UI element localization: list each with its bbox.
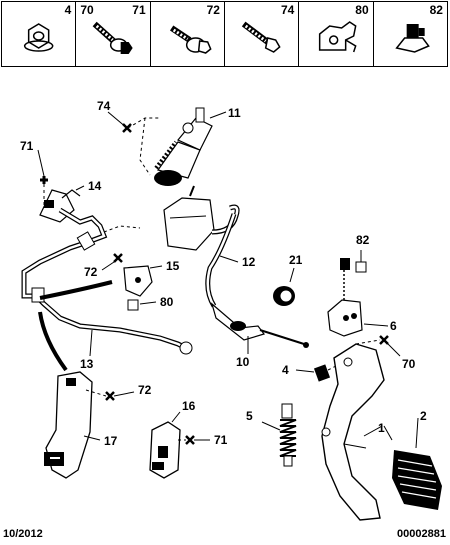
pedal-pad-2-part [392, 450, 442, 510]
callout-11: 11 [228, 106, 241, 120]
callout-2: 2 [420, 409, 427, 423]
callout-71-marker-upper [37, 149, 48, 205]
hardware-ref-bolt: 74 [280, 3, 295, 17]
callout-80-box [127, 299, 139, 311]
return-spring-5-part [279, 403, 297, 467]
hardware-cell-screw: 70 71 [76, 2, 151, 66]
callout-71-marker-lower [178, 435, 210, 445]
hardware-cell-nut: 4 [2, 2, 77, 66]
pushrod-10-part [210, 302, 309, 348]
support-bracket-17-part [44, 371, 93, 479]
hardware-cell-bolt-washer: 72 [151, 2, 225, 66]
clip-15-part [123, 265, 153, 297]
callout-12: 12 [242, 255, 256, 269]
callout-10: 10 [236, 355, 250, 369]
callout-14: 14 [88, 179, 102, 193]
callout-15: 15 [166, 259, 180, 273]
callout-17: 17 [104, 434, 118, 448]
callout-80: 80 [160, 295, 174, 309]
callout-5: 5 [246, 409, 253, 423]
callout-70: 70 [402, 357, 416, 371]
connector-82-part [340, 258, 350, 300]
callout-21: 21 [289, 253, 303, 267]
footer-reference-number: 00002881 [397, 528, 446, 540]
flange-nut-icon [23, 23, 54, 52]
callout-72-upper: 72 [84, 265, 98, 279]
callout-71-upper: 71 [20, 139, 34, 153]
callout-72-marker-upper [101, 253, 123, 271]
callout-1: 1 [378, 421, 385, 435]
stop-4-part [313, 364, 331, 382]
electrical-connector-icon [394, 24, 430, 53]
hardware-ref-bracket: 80 [355, 3, 369, 17]
flange-screw-icon [92, 21, 133, 54]
hardware-ref-screw-a: 70 [80, 3, 94, 17]
hardware-strip: 4 70 71 72 [1, 1, 448, 67]
switch-6-part [327, 299, 363, 337]
hardware-ref-bolt-washer: 72 [206, 3, 220, 17]
hex-bolt-icon [241, 21, 281, 53]
callout-16: 16 [182, 399, 196, 413]
exploded-view-drawing: 11 74 71 14 [20, 99, 442, 521]
master-cylinder-part [154, 107, 213, 186]
footer-date: 10/2012 [3, 528, 43, 540]
clip-bracket-icon [319, 21, 357, 53]
callout-72-lower: 72 [138, 383, 152, 397]
callout-72-marker-lower [85, 389, 135, 401]
callout-71-lower: 71 [214, 433, 228, 447]
callout-4: 4 [282, 363, 289, 377]
callout-82-box [355, 261, 367, 273]
callout-70-marker [355, 335, 401, 357]
pedal-1-part [321, 343, 385, 521]
bushing-21-part [273, 286, 295, 306]
callout-74: 74 [97, 99, 111, 113]
hardware-ref-nut: 4 [64, 3, 72, 17]
callout-74-marker [107, 111, 160, 176]
callout-6: 6 [390, 319, 397, 333]
hardware-cell-bolt: 74 [225, 2, 300, 66]
bolt-with-washer-icon [169, 25, 212, 54]
callout-82: 82 [356, 233, 370, 247]
bracket-16-part [149, 421, 181, 479]
reservoir-part [163, 185, 215, 251]
callout-13: 13 [80, 357, 94, 371]
hardware-cell-connector: 82 [374, 2, 447, 66]
hardware-cell-bracket: 80 [299, 2, 374, 66]
hydraulic-pipe-13 [21, 207, 193, 355]
hardware-ref-screw-b: 71 [132, 3, 146, 17]
hardware-ref-connector: 82 [429, 3, 443, 17]
